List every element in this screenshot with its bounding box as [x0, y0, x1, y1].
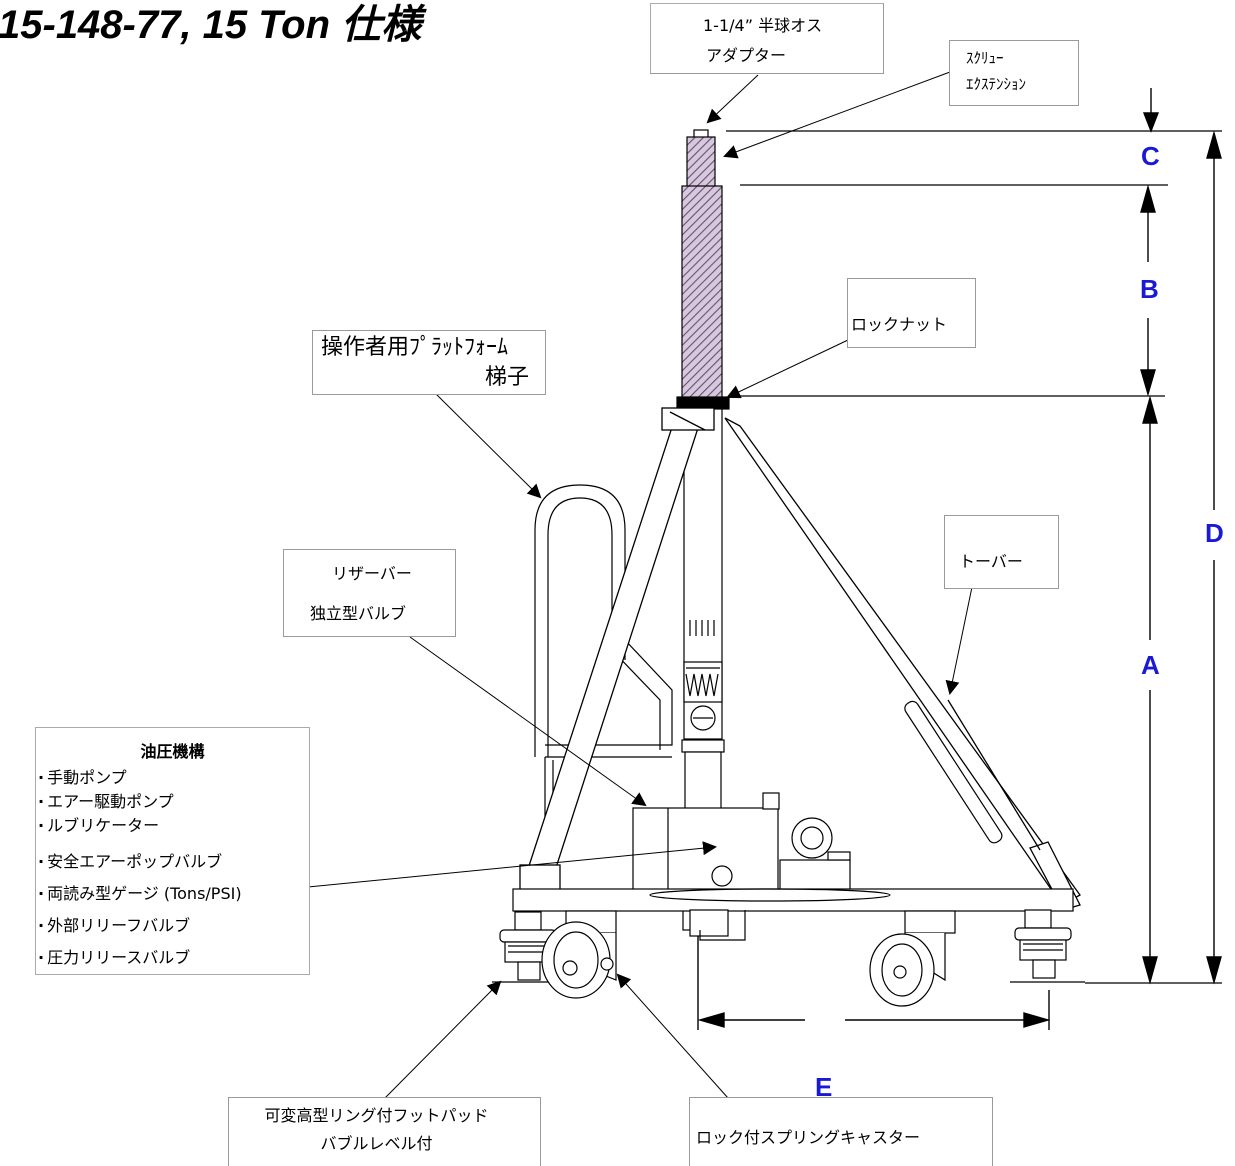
hydraulics-item: 手動ポンプ	[38, 764, 127, 788]
towbar-callout: トーバー	[944, 515, 1059, 589]
caster-callout: ロック付スプリングキャスター	[689, 1097, 993, 1166]
screw-label-line1: ｽｸﾘｭｰ	[966, 49, 1004, 67]
reservoir-leader	[409, 636, 647, 807]
dimension-e-label: E	[815, 1072, 833, 1102]
hydraulics-item: ルブリケーター	[38, 812, 159, 836]
tripod-legs	[519, 407, 1081, 911]
hydraulics-item: エアー駆動ポンプ	[38, 788, 174, 812]
hydraulics-item: 安全エアーポップバルブ	[38, 848, 222, 872]
caster-label: ロック付スプリングキャスター	[696, 1128, 921, 1147]
hydraulics-item: 圧力リリースバルブ	[38, 944, 190, 968]
adapter-callout: 1-1/4” 半球オス アダプター	[650, 3, 884, 74]
reservoir-callout: リザーバー 独立型バルブ	[283, 549, 456, 637]
dimension-c-line	[1142, 88, 1160, 133]
locknut-callout: ロックナット	[847, 278, 976, 348]
adapter-label-line1: 1-1/4” 半球オス	[703, 16, 823, 35]
dimension-a-line	[1142, 395, 1158, 985]
page-title: 15-148-77, 15 Ton 仕様	[0, 3, 422, 47]
dimension-b-line	[1140, 184, 1156, 397]
hydraulics-item: 外部リリーフバルブ	[38, 912, 190, 936]
locknut-label: ロックナット	[851, 315, 948, 334]
hydraulics-callout: 油圧機構 手動ポンプ エアー駆動ポンプ ルブリケーター 安全エアーポップバルブ …	[35, 727, 310, 975]
dimension-a-label: A	[1141, 650, 1160, 680]
right-footpad	[1010, 909, 1085, 983]
screw-label-line2: ｴｸｽﾃﾝｼｮﾝ	[966, 75, 1027, 93]
dimension-b-label: B	[1140, 274, 1159, 304]
towbar-label: トーバー	[959, 552, 1023, 571]
dimension-d-label: D	[1205, 518, 1224, 548]
ladder-label-line1: 操作者用ﾌﾟﾗｯﾄﾌｫｰﾑ	[321, 335, 509, 360]
towbar-leader	[945, 586, 973, 695]
dimension-d-line	[1206, 130, 1222, 985]
reservoir-label-line1: リザーバー	[332, 564, 412, 583]
locknut-leader	[726, 339, 849, 399]
screw-leader	[723, 71, 951, 159]
ladder-callout: 操作者用ﾌﾟﾗｯﾄﾌｫｰﾑ 梯子	[312, 330, 546, 395]
hydraulics-title: 油圧機構	[140, 742, 205, 761]
tow-bar	[904, 700, 1003, 844]
reservoir-label-line2: 独立型バルブ	[310, 604, 407, 623]
hydraulics-item: 両読み型ゲージ (Tons/PSI)	[38, 880, 242, 904]
ladder-label-line2: 梯子	[485, 365, 530, 390]
ladder	[534, 484, 673, 890]
footpad-callout: 可変高型リング付フットパッド バブルレベル付	[228, 1097, 541, 1166]
adapter-label-line2: アダプター	[706, 46, 787, 65]
right-caster	[869, 910, 956, 1007]
dimension-c-label: C	[1141, 141, 1160, 171]
footpad-label-line1: 可変高型リング付フットパッド	[264, 1106, 489, 1125]
screw-extension-callout: ｽｸﾘｭｰ ｴｸｽﾃﾝｼｮﾝ	[949, 40, 1079, 106]
left-caster	[541, 910, 617, 999]
footpad-leader	[384, 980, 502, 1099]
caster-leader	[616, 973, 729, 1099]
adapter-leader	[706, 74, 759, 124]
reservoir-body	[632, 792, 851, 891]
hydraulics-leader	[307, 841, 717, 888]
footpad-label-line2: バブルレベル付	[320, 1134, 433, 1153]
base-frame	[512, 888, 1074, 941]
ladder-leader	[434, 392, 542, 499]
